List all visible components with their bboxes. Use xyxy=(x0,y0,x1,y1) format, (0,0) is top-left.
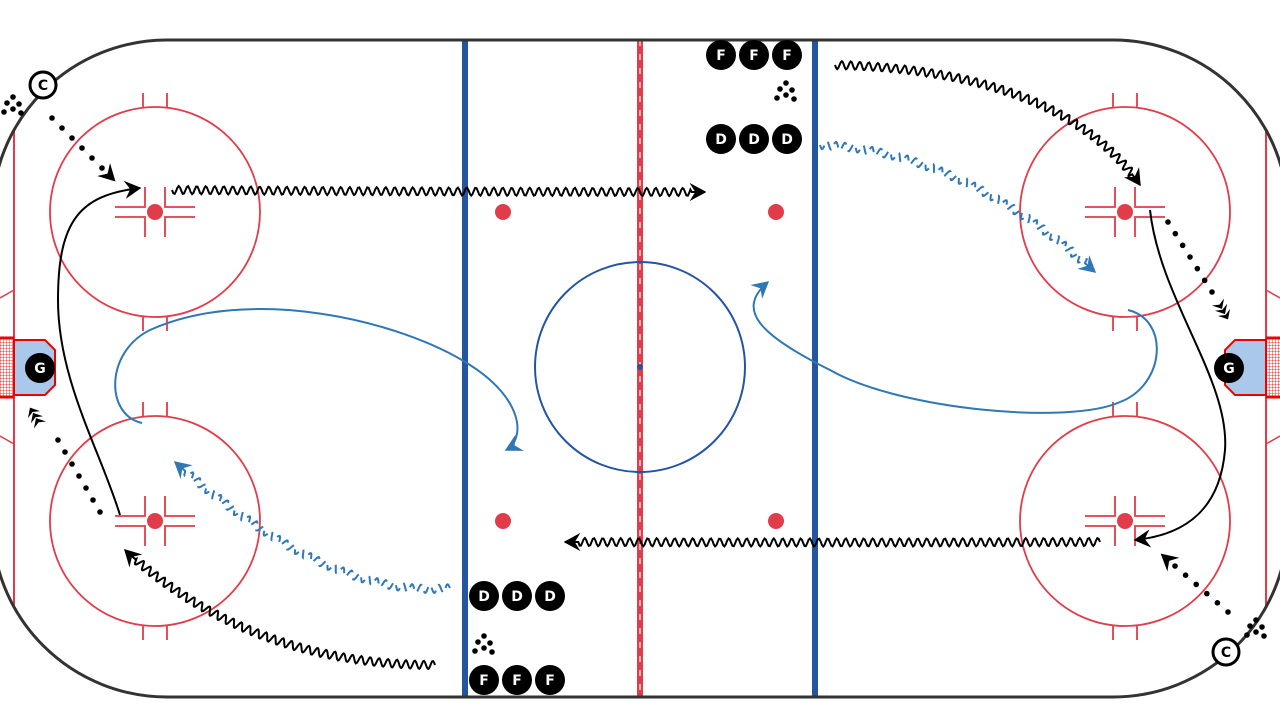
svg-text:D: D xyxy=(715,132,727,148)
defense-token: D xyxy=(772,124,802,154)
rink-boards xyxy=(0,38,1280,699)
skate-path-blue xyxy=(750,281,1158,414)
faceoff-dot xyxy=(1117,204,1133,220)
svg-text:G: G xyxy=(34,361,46,377)
svg-text:C: C xyxy=(38,78,48,94)
goalie-token: G xyxy=(1214,353,1244,383)
goalie-token: G xyxy=(25,353,55,383)
svg-text:F: F xyxy=(749,48,759,64)
defense-skate-with-puck-path xyxy=(173,461,451,595)
faceoff-circle xyxy=(49,402,261,640)
defense-token: D xyxy=(706,124,736,154)
faceoff-dot xyxy=(147,204,163,220)
shot-arrow-icon xyxy=(1211,298,1231,320)
coach-token: C xyxy=(28,70,58,100)
puck-pile xyxy=(472,633,495,655)
shot-path xyxy=(55,437,103,515)
neutral-zone-dot xyxy=(768,513,784,529)
svg-text:F: F xyxy=(545,673,555,689)
defense-skate-with-puck-path xyxy=(819,140,1097,273)
skate-with-puck-path xyxy=(171,182,707,202)
svg-text:F: F xyxy=(716,48,726,64)
svg-text:G: G xyxy=(1223,361,1235,377)
faceoff-circle xyxy=(49,93,261,331)
svg-text:D: D xyxy=(748,132,760,148)
forward-token: F xyxy=(502,665,532,695)
rink-markings xyxy=(0,40,1280,697)
svg-text:F: F xyxy=(782,48,792,64)
center-circle xyxy=(534,261,746,473)
shot-path xyxy=(1165,219,1215,295)
forward-token: F xyxy=(706,40,736,70)
defense-token: D xyxy=(535,581,565,611)
pass-path xyxy=(49,115,116,182)
neutral-zone-dot xyxy=(495,513,511,529)
defense-token: D xyxy=(739,124,769,154)
defense-token: D xyxy=(502,581,532,611)
svg-text:C: C xyxy=(1221,645,1231,661)
skate-with-puck-path xyxy=(124,549,436,671)
skate-path-black xyxy=(1133,209,1227,548)
faceoff-dot xyxy=(147,513,163,529)
faceoff-circle xyxy=(1019,402,1231,640)
skate-path-black xyxy=(56,180,142,516)
faceoff-circle xyxy=(1019,93,1231,331)
skate-with-puck-path xyxy=(563,532,1101,552)
forward-token: F xyxy=(535,665,565,695)
coach-token: C xyxy=(1211,637,1241,667)
svg-text:D: D xyxy=(478,589,490,605)
svg-text:D: D xyxy=(544,589,556,605)
svg-text:D: D xyxy=(511,589,523,605)
faceoff-dot xyxy=(1117,513,1133,529)
neutral-zone-dot xyxy=(768,204,784,220)
defense-token: D xyxy=(469,581,499,611)
shot-arrow-icon xyxy=(27,407,47,429)
puck-pile xyxy=(1,94,24,116)
skate-path-blue xyxy=(114,308,524,451)
forward-token: F xyxy=(469,665,499,695)
puck-pile xyxy=(774,80,797,102)
forward-token: F xyxy=(739,40,769,70)
pass-path xyxy=(1160,553,1231,615)
neutral-zone-dot xyxy=(495,204,511,220)
svg-text:D: D xyxy=(781,132,793,148)
svg-text:F: F xyxy=(512,673,522,689)
skate-with-puck-path xyxy=(834,59,1141,187)
svg-text:F: F xyxy=(479,673,489,689)
forward-token: F xyxy=(772,40,802,70)
puck-pile xyxy=(1244,617,1267,639)
